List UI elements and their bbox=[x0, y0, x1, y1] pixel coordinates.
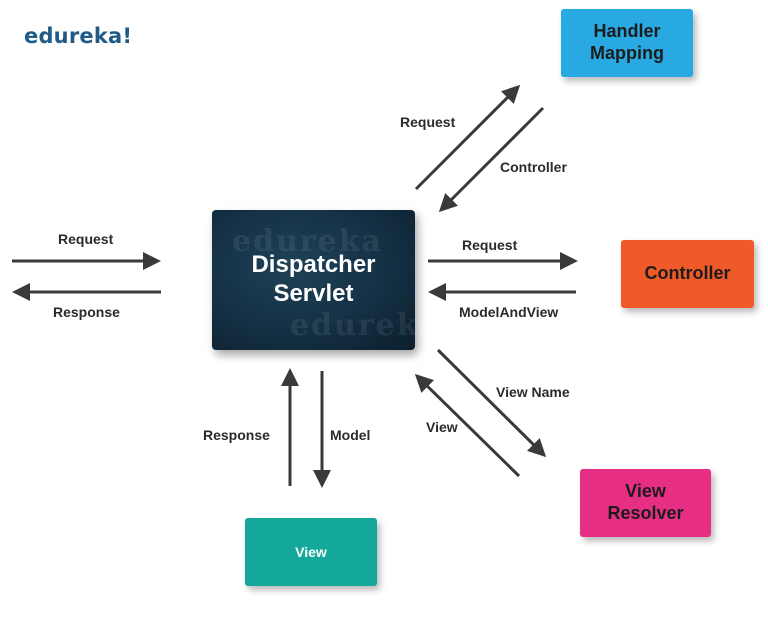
handler-mapping-node: Handler Mapping bbox=[561, 9, 693, 77]
view-label: View bbox=[295, 543, 327, 560]
controller-label: Controller bbox=[644, 263, 731, 284]
arrow-resolver-viewname bbox=[436, 348, 547, 458]
label-handler-request: Request bbox=[400, 114, 456, 130]
label-client-response: Response bbox=[53, 304, 120, 320]
controller-node: Controller bbox=[621, 240, 754, 308]
dispatcher-servlet-label: Dispatcher Servlet bbox=[251, 251, 376, 307]
arrow-handler-controller bbox=[438, 106, 545, 213]
edureka-logo: edureka! bbox=[24, 24, 133, 48]
label-handler-controller: Controller bbox=[500, 159, 567, 175]
view-node: View bbox=[245, 518, 377, 586]
view-resolver-label: View Resolver bbox=[607, 481, 684, 523]
label-view-model: Model bbox=[330, 427, 371, 443]
view-resolver-node: View Resolver bbox=[580, 469, 711, 537]
arrow-resolver-view bbox=[414, 373, 521, 478]
label-controller-modelandview: ModelAndView bbox=[459, 304, 559, 320]
label-resolver-viewname: View Name bbox=[496, 384, 570, 400]
dispatcher-servlet-node: edureka edureka Dispatcher Servlet bbox=[212, 210, 439, 350]
label-client-request: Request bbox=[58, 231, 114, 247]
label-view-response: Response bbox=[203, 427, 270, 443]
label-controller-request: Request bbox=[462, 237, 518, 253]
label-resolver-view: View bbox=[426, 419, 458, 435]
handler-mapping-label: Handler Mapping bbox=[590, 21, 664, 63]
arrow-handler-request bbox=[414, 84, 521, 191]
